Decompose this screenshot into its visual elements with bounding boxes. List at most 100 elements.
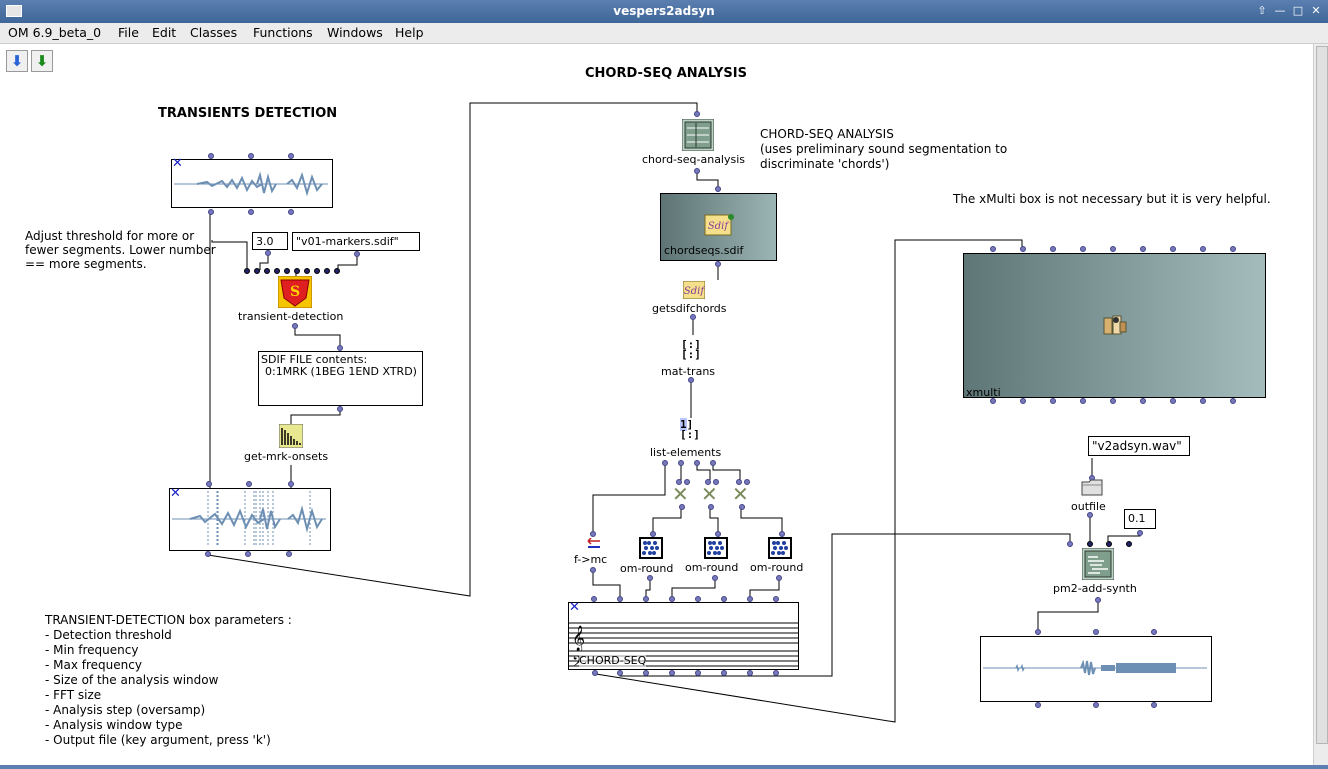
markers-file-value[interactable]: "v01-markers.sdif" — [292, 232, 420, 251]
inlet[interactable] — [694, 111, 700, 117]
inlet[interactable] — [715, 531, 721, 537]
menu-file[interactable]: File — [118, 25, 139, 40]
multiply-icon[interactable]: ✕ — [672, 482, 689, 506]
inlet[interactable] — [705, 479, 711, 485]
inlet[interactable] — [1126, 541, 1132, 547]
inlet[interactable] — [334, 268, 340, 274]
outlet[interactable] — [590, 567, 596, 573]
inlet[interactable] — [590, 531, 596, 537]
outlet[interactable] — [773, 670, 779, 676]
inlet[interactable] — [284, 268, 290, 274]
outlet[interactable] — [690, 314, 696, 320]
outlet[interactable] — [1151, 702, 1157, 708]
outlet[interactable] — [265, 250, 271, 256]
outlet[interactable] — [1050, 398, 1056, 404]
outlet[interactable] — [205, 551, 211, 557]
inlet[interactable] — [324, 268, 330, 274]
scrollbar-thumb[interactable] — [1316, 46, 1328, 744]
outlet[interactable] — [1200, 398, 1206, 404]
menu-classes[interactable]: Classes — [190, 25, 238, 40]
outlet[interactable] — [694, 460, 700, 466]
outlet[interactable] — [248, 209, 254, 215]
outlet[interactable] — [1137, 530, 1143, 536]
outfile-name-value[interactable]: "v2adsyn.wav" — [1088, 436, 1190, 456]
outlet[interactable] — [286, 551, 292, 557]
sound-box-input[interactable] — [171, 159, 333, 208]
vertical-scrollbar[interactable] — [1313, 44, 1328, 766]
system-menu-button[interactable] — [6, 5, 22, 17]
outlet[interactable] — [776, 575, 782, 581]
inlet[interactable] — [591, 596, 597, 602]
inlet[interactable] — [990, 246, 996, 252]
inlet[interactable] — [1080, 246, 1086, 252]
minimize-button[interactable]: — — [1274, 4, 1286, 17]
mat-trans-icon[interactable]: [:][:] — [681, 338, 701, 361]
outlet[interactable] — [662, 460, 668, 466]
inlet[interactable] — [206, 481, 212, 487]
outlet[interactable] — [708, 504, 714, 510]
getsdifchords-icon[interactable]: Sdif — [683, 281, 705, 299]
outlet[interactable] — [208, 209, 214, 215]
mrk-onsets-icon[interactable] — [279, 424, 303, 448]
f-to-mc-icon[interactable] — [586, 538, 602, 550]
outlet[interactable] — [337, 406, 343, 412]
inlet[interactable] — [1140, 246, 1146, 252]
outlet[interactable] — [1035, 702, 1041, 708]
threshold-value[interactable]: 3.0 — [252, 232, 288, 250]
outlet[interactable] — [354, 251, 360, 257]
outlet[interactable] — [1093, 702, 1099, 708]
lock-x-icon[interactable]: ✕ — [172, 156, 183, 171]
outlet[interactable] — [1110, 398, 1116, 404]
inlet[interactable] — [1035, 629, 1041, 635]
inlet[interactable] — [246, 481, 252, 487]
inlet[interactable] — [736, 479, 742, 485]
outlet[interactable] — [669, 670, 675, 676]
shade-button[interactable]: ⇧ — [1257, 4, 1267, 17]
inlet[interactable] — [208, 153, 214, 159]
outlet[interactable] — [688, 377, 694, 383]
outlet[interactable] — [712, 575, 718, 581]
outlet[interactable] — [1020, 398, 1026, 404]
xmulti-box[interactable]: xmulti — [963, 253, 1266, 399]
inlet[interactable] — [288, 153, 294, 159]
chord-seq-analysis-icon[interactable] — [682, 119, 714, 151]
outlet[interactable] — [739, 504, 745, 510]
inlet[interactable] — [695, 596, 701, 602]
outlet[interactable] — [1087, 512, 1093, 518]
inlet[interactable] — [1093, 629, 1099, 635]
outlet[interactable] — [747, 670, 753, 676]
lock-x-icon[interactable]: ✕ — [170, 486, 181, 501]
abacus-icon[interactable] — [639, 537, 663, 559]
outlet[interactable] — [288, 209, 294, 215]
outlet[interactable] — [1230, 398, 1236, 404]
outlet[interactable] — [694, 168, 700, 174]
outlet[interactable] — [1170, 398, 1176, 404]
inlet[interactable] — [773, 596, 779, 602]
outlet[interactable] — [715, 261, 721, 267]
menu-functions[interactable]: Functions — [253, 25, 313, 40]
sound-box-output[interactable] — [980, 636, 1212, 702]
inlet[interactable] — [1110, 246, 1116, 252]
supervp-icon[interactable]: S — [278, 276, 312, 308]
abacus-icon[interactable] — [768, 537, 792, 559]
folder-icon[interactable] — [1081, 478, 1103, 496]
inlet[interactable] — [1106, 541, 1112, 547]
inlet[interactable] — [254, 268, 260, 274]
inlet[interactable] — [314, 268, 320, 274]
outlet[interactable] — [1080, 398, 1086, 404]
inlet[interactable] — [288, 481, 294, 487]
outlet[interactable] — [695, 670, 701, 676]
sdif-file-box[interactable]: Sdif chordseqs.sdif — [660, 193, 777, 261]
arrow-down-blue-icon[interactable]: ⬇ — [6, 50, 28, 72]
lock-x-icon[interactable]: ✕ — [569, 600, 580, 615]
inlet[interactable] — [1230, 246, 1236, 252]
inlet[interactable] — [274, 268, 280, 274]
inlet[interactable] — [713, 479, 719, 485]
outlet[interactable] — [245, 551, 251, 557]
inlet[interactable] — [248, 153, 254, 159]
inlet[interactable] — [264, 268, 270, 274]
inlet[interactable] — [617, 596, 623, 602]
outlet[interactable] — [1095, 597, 1101, 603]
outlet[interactable] — [292, 323, 298, 329]
inlet[interactable] — [676, 479, 682, 485]
